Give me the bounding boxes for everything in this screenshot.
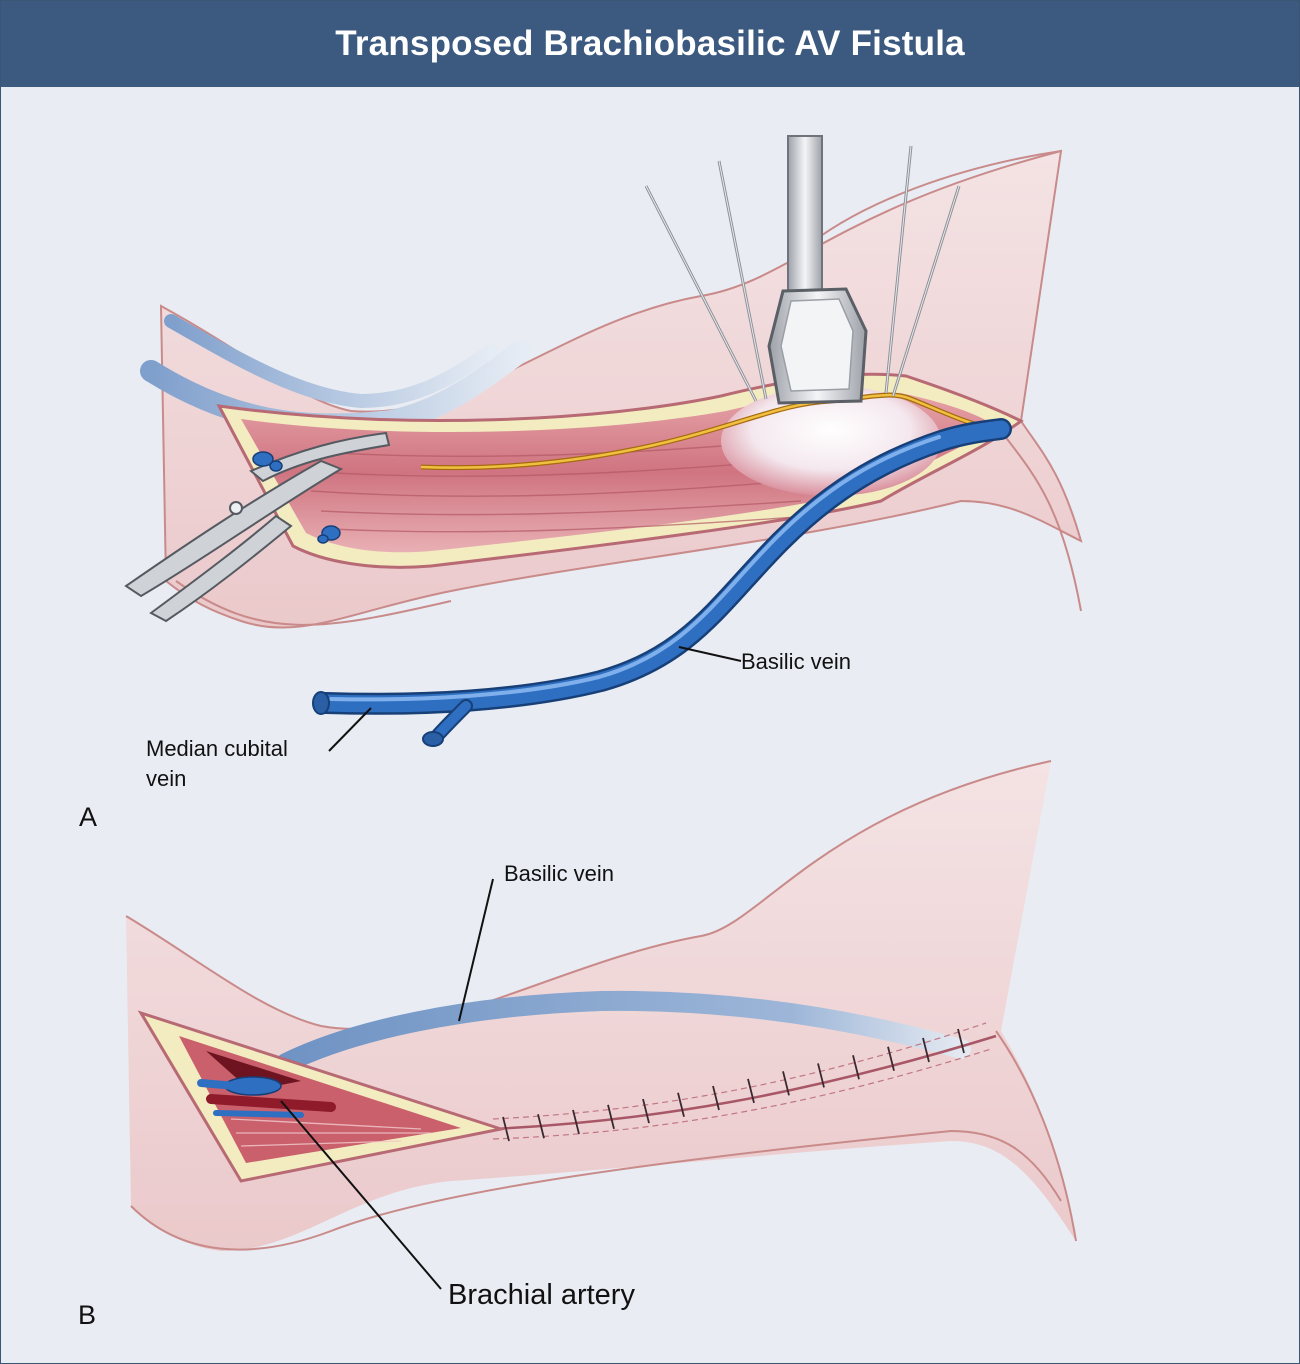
brachial-artery-vessel — [206, 1094, 336, 1112]
basilic-vein-b — [276, 990, 971, 1073]
skin-sutures — [502, 1028, 965, 1142]
panel-letter-a: A — [79, 802, 97, 832]
panel-a: Basilic vein Median cubital vein A — [79, 135, 1083, 832]
suture-stitch — [607, 1104, 615, 1130]
suture-stitch — [852, 1055, 860, 1080]
leader-brachial-artery — [280, 1100, 442, 1290]
suture-stitch — [502, 1116, 510, 1142]
leader-basilic-b — [458, 878, 494, 1022]
label-brachial-artery: Brachial artery — [448, 1279, 635, 1311]
leader-median-cubital — [328, 707, 372, 752]
label-basilic-vein-b: Basilic vein — [504, 861, 614, 886]
label-median-cubital-1: Median cubital — [146, 736, 288, 761]
label-basilic-vein-a: Basilic vein — [741, 649, 851, 674]
label-median-cubital-2: vein — [146, 766, 186, 791]
ligated-stump-branch — [422, 731, 444, 747]
panel-letter-b: B — [78, 1300, 96, 1330]
hemostat-clamp — [124, 431, 391, 623]
leader-basilic-a — [678, 646, 742, 662]
suture-stitch — [747, 1078, 755, 1104]
ligated-stumps-a — [252, 451, 341, 544]
suture-stitch — [922, 1037, 930, 1063]
figure-title: Transposed Brachiobasilic AV Fistula — [335, 24, 965, 63]
incision-suture-line — [492, 1034, 997, 1131]
suture-stitch — [817, 1063, 825, 1088]
ligated-stump-distal — [312, 691, 330, 715]
muscle-fibers-b — [230, 1118, 431, 1147]
suture-stitch — [677, 1092, 685, 1117]
panel-b: Basilic vein Brachial artery B — [78, 760, 1077, 1330]
retractor-blade — [767, 135, 868, 405]
suture-stitch — [782, 1071, 790, 1096]
suture-stitch — [537, 1114, 545, 1139]
suture-stitch — [642, 1098, 650, 1124]
figure-header: Transposed Brachiobasilic AV Fistula — [1, 1, 1299, 87]
suture-stitch — [572, 1109, 580, 1135]
suture-stitch — [712, 1085, 720, 1111]
suture-stitch — [887, 1046, 895, 1071]
muscle-fibers-a — [300, 442, 812, 533]
suture-stitch — [957, 1028, 965, 1054]
